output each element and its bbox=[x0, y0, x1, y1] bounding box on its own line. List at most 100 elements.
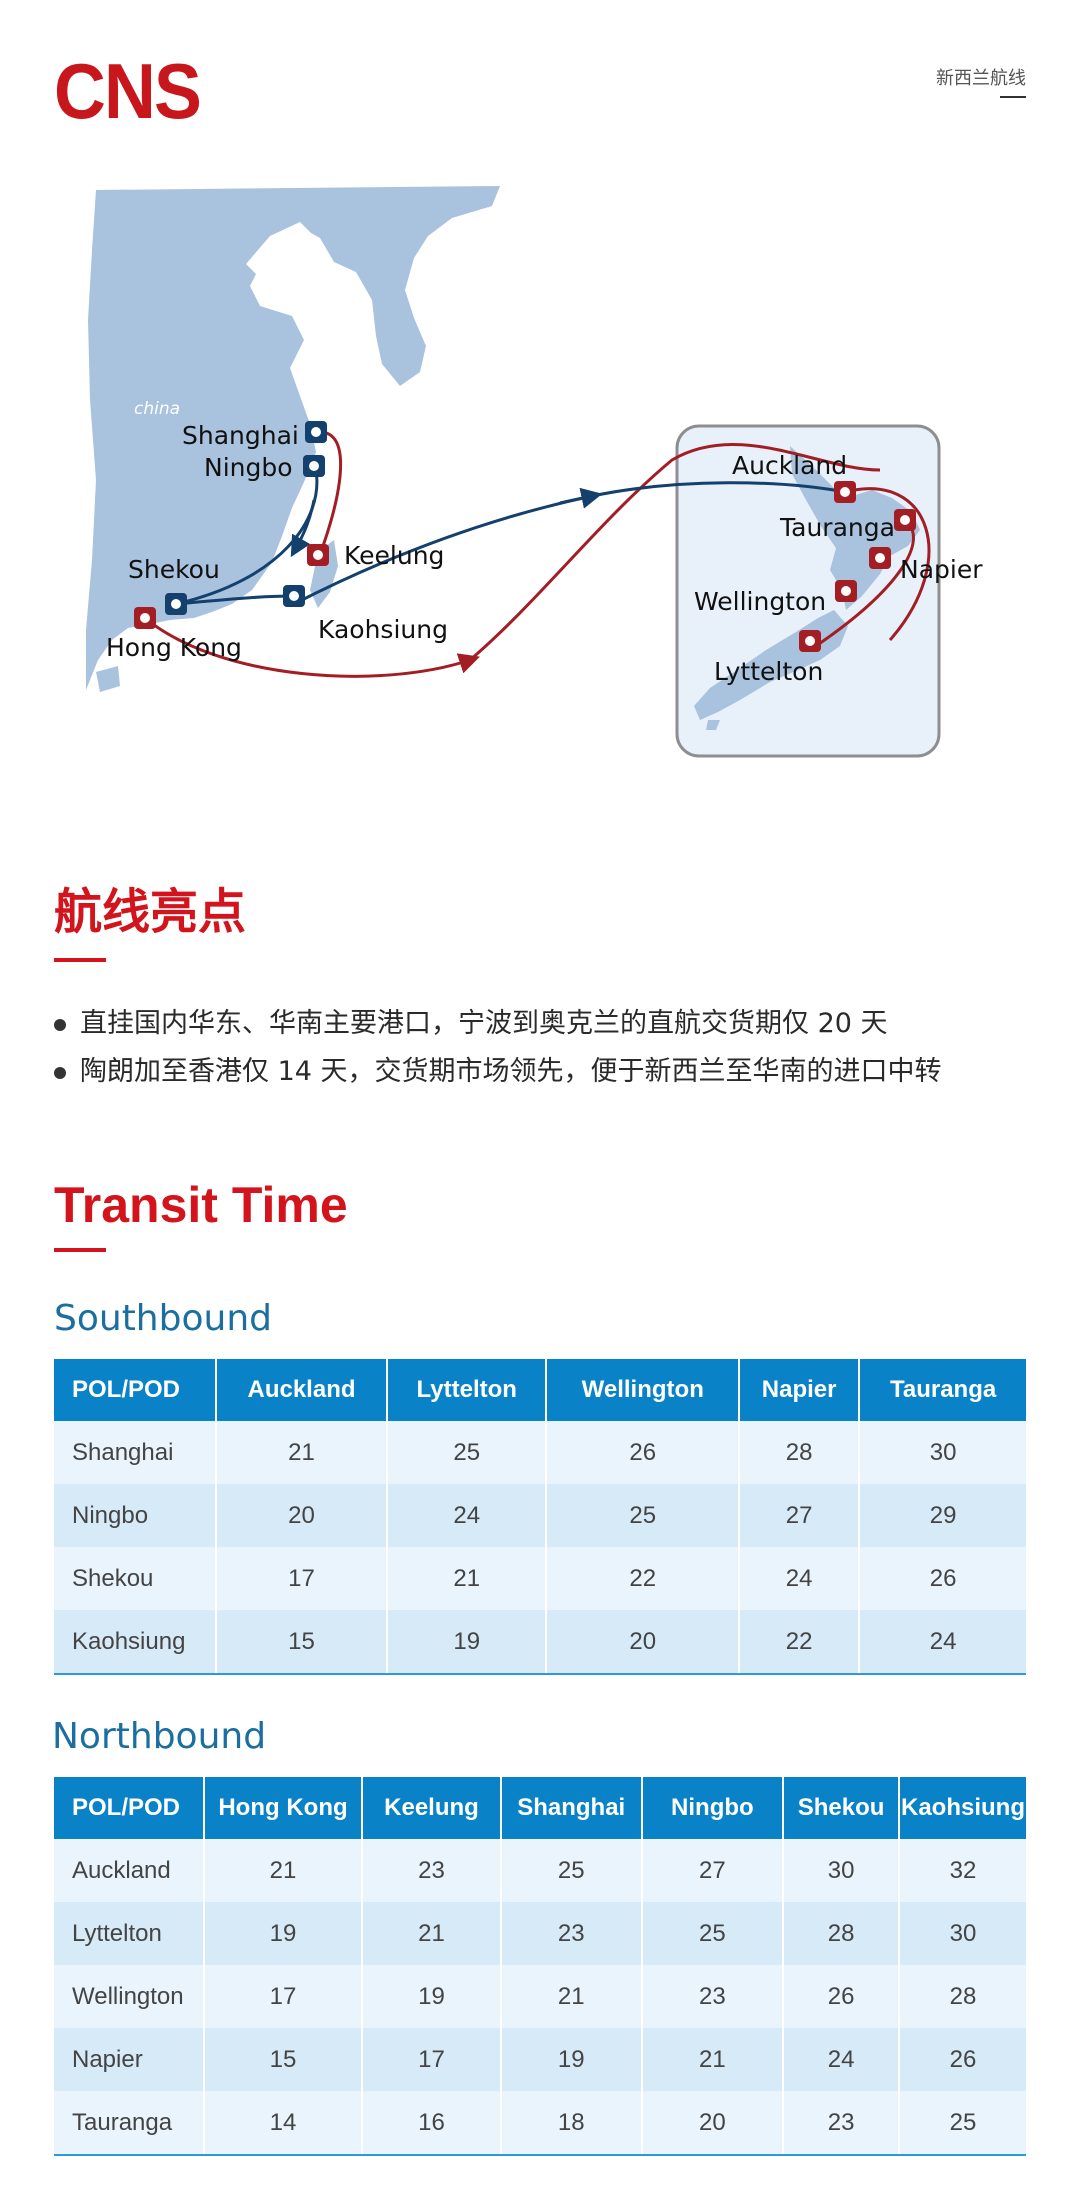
map-label-china: china bbox=[134, 399, 180, 419]
port-marker-shanghai bbox=[305, 421, 327, 443]
map-label-shanghai: Shanghai bbox=[182, 421, 299, 450]
table-cell: 27 bbox=[641, 1839, 785, 1902]
map-label-lyttelton: Lyttelton bbox=[714, 657, 823, 686]
northbound-label: Northbound bbox=[52, 1716, 267, 1757]
china-landmass bbox=[86, 186, 500, 690]
column-header: Tauranga bbox=[859, 1359, 1026, 1421]
map-label-keelung: Keelung bbox=[344, 541, 444, 570]
map-label-tauranga: Tauranga bbox=[779, 513, 895, 542]
table-cell: 17 bbox=[362, 2028, 502, 2091]
northbound-table: POL/POD Hong Kong Keelung Shanghai Ningb… bbox=[54, 1777, 1026, 2156]
table-cell: Lyttelton bbox=[54, 1902, 205, 1965]
table-header-row: POL/POD Auckland Lyttelton Wellington Na… bbox=[54, 1359, 1026, 1421]
route-tag-underline bbox=[1000, 96, 1026, 98]
route-nz-loop-red bbox=[844, 487, 931, 641]
table-cell: Kaohsiung bbox=[54, 1610, 217, 1675]
table-cell: Tauranga bbox=[54, 2091, 205, 2156]
nz-stewart-island bbox=[706, 720, 720, 730]
highlight-item: 直挂国内华东、华南主要港口，宁波到奥克兰的直航交货期仅 20 天 bbox=[54, 1000, 1034, 1048]
table-cell: 20 bbox=[546, 1610, 741, 1675]
route-shanghai-shekou bbox=[175, 469, 319, 606]
map-label-ningbo: Ningbo bbox=[204, 453, 293, 482]
table-cell: 19 bbox=[387, 1610, 548, 1675]
table-cell: 18 bbox=[500, 2091, 643, 2156]
map-label-shekou: Shekou bbox=[128, 555, 220, 584]
port-marker-wellington bbox=[835, 580, 857, 602]
route-tag: 新西兰航线 bbox=[936, 68, 1026, 89]
route-map: china Shanghai Ningbo Shekou Hong Kong K… bbox=[86, 186, 983, 758]
map-label-hong-kong: Hong Kong bbox=[106, 633, 242, 662]
column-header: POL/POD bbox=[54, 1359, 217, 1421]
table-cell: 19 bbox=[362, 1965, 502, 2028]
table-cell: 17 bbox=[216, 1547, 389, 1610]
column-header: Kaohsiung bbox=[899, 1777, 1026, 1839]
column-header: Shanghai bbox=[500, 1777, 643, 1839]
bullet-icon bbox=[54, 1018, 66, 1031]
table-cell: 14 bbox=[203, 2091, 364, 2156]
highlights-title-underline bbox=[54, 958, 106, 962]
cns-logo: CNS bbox=[54, 47, 202, 135]
column-header: Hong Kong bbox=[203, 1777, 364, 1839]
table-cell: 24 bbox=[387, 1484, 548, 1547]
highlights-list: 直挂国内华东、华南主要港口，宁波到奥克兰的直航交货期仅 20 天 陶朗加至香港仅… bbox=[54, 1000, 1034, 1096]
column-header: Ningbo bbox=[641, 1777, 785, 1839]
port-marker-lyttelton bbox=[799, 630, 821, 652]
southbound-table: POL/POD Auckland Lyttelton Wellington Na… bbox=[54, 1359, 1026, 1675]
table-cell: 20 bbox=[216, 1484, 389, 1547]
table-cell: 19 bbox=[203, 1902, 364, 1965]
table-header-row: POL/POD Hong Kong Keelung Shanghai Ningb… bbox=[54, 1777, 1026, 1839]
table-cell: 26 bbox=[546, 1421, 741, 1484]
table-cell: 21 bbox=[387, 1547, 548, 1610]
table-cell: 17 bbox=[203, 1965, 364, 2028]
column-header: Shekou bbox=[783, 1777, 900, 1839]
table-cell: 24 bbox=[859, 1610, 1026, 1675]
port-marker-hong-kong bbox=[134, 607, 156, 629]
port-marker-napier bbox=[869, 547, 891, 569]
table-cell: 27 bbox=[739, 1484, 861, 1547]
table-cell: 23 bbox=[641, 1965, 785, 2028]
port-marker-kaohsiung bbox=[283, 585, 305, 607]
table-cell: Ningbo bbox=[54, 1484, 217, 1547]
transit-time-title: Transit Time bbox=[54, 1177, 348, 1233]
table-cell: 20 bbox=[641, 2091, 785, 2156]
column-header: POL/POD bbox=[54, 1777, 205, 1839]
table-cell: 30 bbox=[859, 1421, 1026, 1484]
table-cell: 30 bbox=[783, 1839, 900, 1902]
table-cell: 25 bbox=[546, 1484, 741, 1547]
table-cell: 21 bbox=[362, 1902, 502, 1965]
table-cell: 21 bbox=[641, 2028, 785, 2091]
table-cell: 22 bbox=[739, 1610, 861, 1675]
table-cell: 15 bbox=[216, 1610, 389, 1675]
column-header: Auckland bbox=[216, 1359, 389, 1421]
table-cell: 25 bbox=[641, 1902, 785, 1965]
port-marker-shekou bbox=[165, 593, 187, 615]
table-cell: 23 bbox=[500, 1902, 643, 1965]
table-cell: 23 bbox=[362, 1839, 502, 1902]
table-cell: 21 bbox=[216, 1421, 389, 1484]
table-cell: 30 bbox=[899, 1902, 1026, 1965]
map-label-auckland: Auckland bbox=[732, 451, 847, 480]
southbound-label: Southbound bbox=[54, 1298, 272, 1339]
table-cell: 32 bbox=[899, 1839, 1026, 1902]
table-cell: 24 bbox=[783, 2028, 900, 2091]
table-cell: 28 bbox=[739, 1421, 861, 1484]
table-cell: 26 bbox=[899, 2028, 1026, 2091]
table-cell: Auckland bbox=[54, 1839, 205, 1902]
route-shekou-kaohsiung bbox=[175, 594, 295, 606]
table-cell: 16 bbox=[362, 2091, 502, 2156]
bullet-icon bbox=[54, 1066, 66, 1079]
bohai-sea bbox=[246, 222, 316, 276]
map-label-napier: Napier bbox=[900, 555, 983, 584]
route-northbound-hk bbox=[144, 616, 480, 678]
port-marker-keelung bbox=[307, 544, 329, 566]
table-cell: 28 bbox=[783, 1902, 900, 1965]
highlights-title: 航线亮点 bbox=[54, 884, 247, 940]
